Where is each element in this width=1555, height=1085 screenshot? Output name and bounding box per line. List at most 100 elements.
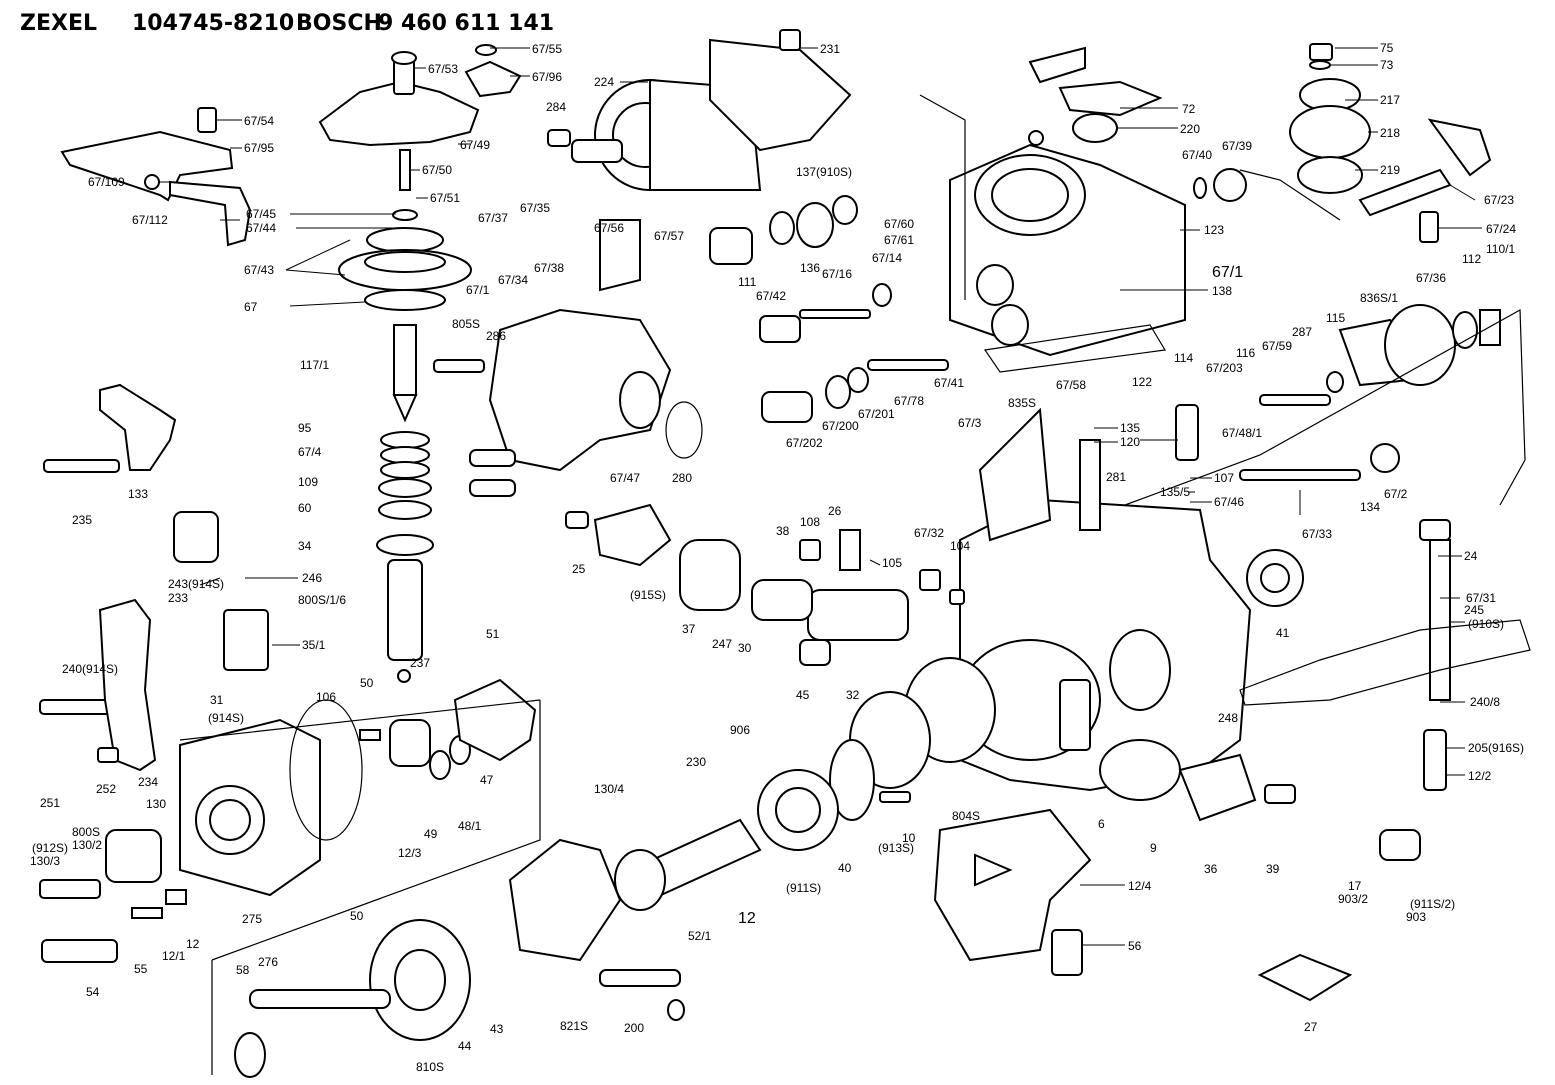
header-bosch-number: 9 460 611 141 xyxy=(378,11,554,36)
part-label: 67/78 xyxy=(894,394,924,408)
part-label: 109 xyxy=(298,475,318,489)
part-label: 49 xyxy=(424,827,438,841)
part-label: 903/2 xyxy=(1338,892,1368,906)
part-label: 30 xyxy=(738,641,752,655)
part-label: 230 xyxy=(686,755,706,769)
part-label: 67/201 xyxy=(858,407,895,421)
part-label: 50 xyxy=(360,676,374,690)
part-label: 287 xyxy=(1292,325,1312,339)
part-label: 40 xyxy=(838,861,852,875)
part-label: 67/2 xyxy=(1384,487,1408,501)
part-label: 67/39 xyxy=(1222,139,1252,153)
part-label: 240(914S) xyxy=(62,662,118,676)
part-label: 122 xyxy=(1132,375,1152,389)
part-label: (910S) xyxy=(1468,617,1504,631)
part-label: 67/4 xyxy=(298,445,322,459)
header-bosch-label: BOSCH xyxy=(296,11,382,36)
leader-lines xyxy=(160,47,1482,946)
part-label: (915S) xyxy=(630,588,666,602)
part-label: 6 xyxy=(1098,817,1105,831)
part-label: 245 xyxy=(1464,603,1484,617)
part-label: 73 xyxy=(1380,58,1394,72)
part-label: 67/23 xyxy=(1484,193,1514,207)
part-label: 804S xyxy=(952,809,980,823)
part-label: 835S xyxy=(1008,396,1036,410)
part-label: 247 xyxy=(712,637,732,651)
part-label: 67/40 xyxy=(1182,148,1212,162)
part-label: 67/1 xyxy=(466,283,490,297)
part-label: 234 xyxy=(138,775,158,789)
part-label: 12/1 xyxy=(162,949,186,963)
part-label: 67/31 xyxy=(1466,591,1496,605)
part-label: 810S xyxy=(416,1060,444,1074)
part-label: 25 xyxy=(572,562,586,576)
big-label: 67/1 xyxy=(1212,264,1243,281)
part-label: 45 xyxy=(796,688,810,702)
part-label: 12/4 xyxy=(1128,879,1152,893)
part-label: 219 xyxy=(1380,163,1400,177)
part-label: 67/42 xyxy=(756,289,786,303)
part-label: 67/14 xyxy=(872,251,902,265)
part-label: 67/112 xyxy=(132,213,168,227)
part-label: 836S/1 xyxy=(1360,291,1398,305)
part-label: 111 xyxy=(738,275,757,289)
part-label: 220 xyxy=(1180,122,1200,136)
part-label: 67/24 xyxy=(1486,222,1516,236)
part-label: 47 xyxy=(480,773,494,787)
part-label: 224 xyxy=(594,75,614,89)
part-label: (913S) xyxy=(878,841,914,855)
part-label: 138 xyxy=(1212,284,1232,298)
part-label: 67/49 xyxy=(460,138,490,152)
part-label: 67/37 xyxy=(478,211,508,225)
part-label: 800S xyxy=(72,825,100,839)
part-label: 26 xyxy=(828,504,842,518)
part-label: 903 xyxy=(1406,910,1426,924)
part-label: 67/55 xyxy=(532,42,562,56)
part-label: 136 xyxy=(800,261,820,275)
part-label: 243(914S) xyxy=(168,577,224,591)
part-label: 60 xyxy=(298,501,312,515)
part-label: 67/45 xyxy=(246,207,276,221)
part-label: 106 xyxy=(316,690,336,704)
part-label: 36 xyxy=(1204,862,1218,876)
part-label: 38 xyxy=(776,524,790,538)
part-label: 58 xyxy=(236,963,250,977)
part-label: 32 xyxy=(846,688,860,702)
part-label: 134 xyxy=(1360,500,1380,514)
part-label: 275 xyxy=(242,912,262,926)
part-label: (914S) xyxy=(208,711,244,725)
part-label: (911S) xyxy=(786,881,821,895)
part-label: 67/48/1 xyxy=(1222,426,1262,440)
part-label: 240/8 xyxy=(1470,695,1500,709)
part-label: 135/5 xyxy=(1160,485,1190,499)
part-label: 27 xyxy=(1304,1020,1318,1034)
part-label: 217 xyxy=(1380,93,1400,107)
part-label: 10 xyxy=(902,831,916,845)
part-label: 67/35 xyxy=(520,201,550,215)
part-label: 67/50 xyxy=(422,163,452,177)
part-label: 67/58 xyxy=(1056,378,1086,392)
part-label: 105 xyxy=(882,556,902,570)
part-label: 117/1 xyxy=(300,358,329,372)
part-label: 24 xyxy=(1464,549,1478,563)
part-label: 251 xyxy=(40,796,60,810)
part-label: 281 xyxy=(1106,470,1126,484)
part-label: 110/1 xyxy=(1486,242,1515,256)
part-label: 115 xyxy=(1326,311,1345,325)
part-label: 31 xyxy=(210,693,224,707)
parts-drawing xyxy=(39,29,1531,1078)
part-label: 12 xyxy=(186,937,200,951)
part-label: 67/36 xyxy=(1416,271,1446,285)
part-label: 284 xyxy=(546,100,566,114)
part-label: 67/60 xyxy=(884,217,914,231)
part-label: 17 xyxy=(1348,879,1362,893)
part-label: 67/46 xyxy=(1214,495,1244,509)
part-label: 35/1 xyxy=(302,638,326,652)
part-label: 67/51 xyxy=(430,191,460,205)
part-label: 120 xyxy=(1120,435,1140,449)
part-label: 137(910S) xyxy=(796,165,852,179)
part-label: 200 xyxy=(624,1021,644,1035)
part-label: 9 xyxy=(1150,841,1157,855)
big-label: 12 xyxy=(738,910,756,927)
